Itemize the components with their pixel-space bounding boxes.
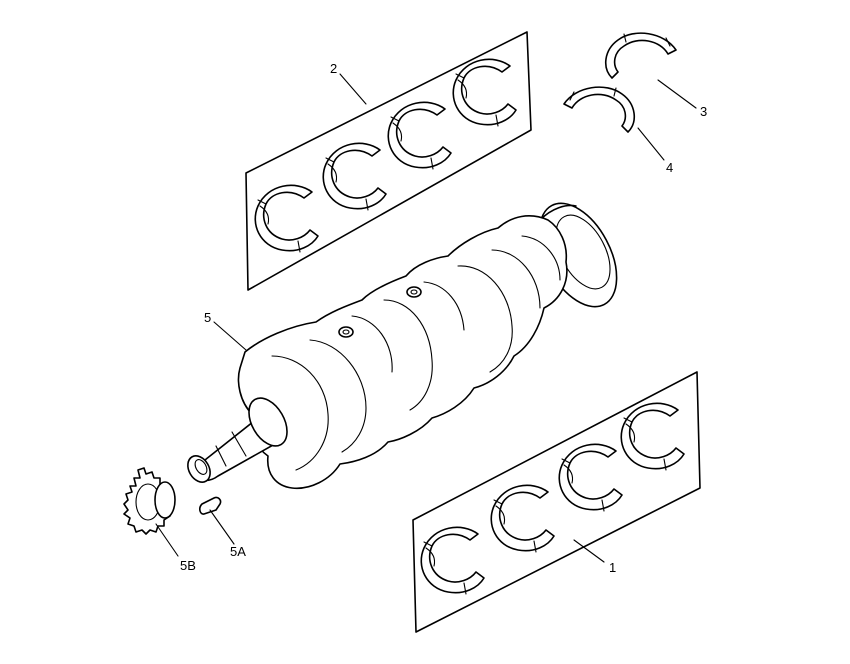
- bearing-shell: [420, 526, 485, 595]
- callout-label-5a: 5A: [230, 544, 246, 559]
- thrust-washer-upper: [604, 32, 677, 79]
- bearing-shell: [452, 58, 517, 127]
- upper-tray-outline: [245, 31, 532, 291]
- bearing-shell: [254, 184, 319, 253]
- callout-label-3: 3: [700, 104, 707, 119]
- crankshaft: [187, 202, 618, 489]
- bearing-shell: [387, 101, 452, 170]
- bearing-shell: [490, 484, 555, 553]
- timing-gear: [123, 467, 176, 535]
- callout-label-5b: 5B: [180, 558, 196, 573]
- bearing-shell: [322, 142, 387, 211]
- leader-lines: [155, 73, 697, 563]
- woodruff-key: [199, 496, 222, 515]
- thrust-washer-lower: [563, 86, 636, 133]
- lower-tray-outline: [412, 371, 701, 633]
- main-bearing-lower-set: [412, 371, 701, 633]
- callout-label-5: 5: [204, 310, 211, 325]
- callout-label-2: 2: [330, 61, 337, 76]
- bearing-shell: [620, 402, 685, 471]
- bearing-shell: [558, 443, 623, 512]
- callout-label-1: 1: [609, 560, 616, 575]
- callout-label-4: 4: [666, 160, 673, 175]
- main-bearing-upper-set: [245, 31, 532, 291]
